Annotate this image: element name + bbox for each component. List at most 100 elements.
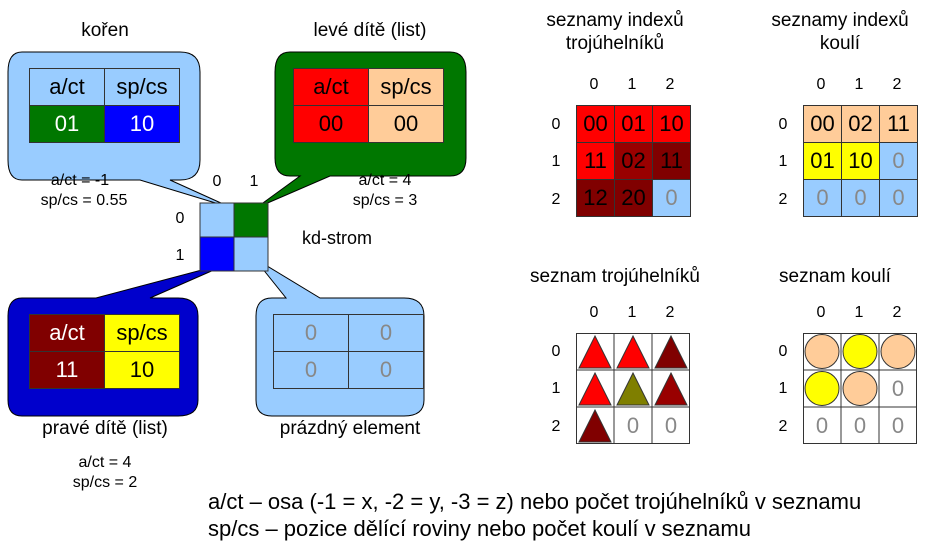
tri-index-col: 0 bbox=[589, 76, 599, 93]
tri-list-col: 0 bbox=[589, 304, 599, 321]
triangle-icon bbox=[654, 334, 688, 369]
kd-cell-01 bbox=[199, 236, 235, 272]
sphere-icon bbox=[880, 334, 916, 369]
sph-index-cell: 0 bbox=[841, 179, 880, 217]
sphere-icon bbox=[842, 371, 878, 406]
sph-index-col: 0 bbox=[816, 76, 826, 93]
root-title: kořen bbox=[81, 20, 129, 41]
tri-index-cell: 00 bbox=[576, 105, 615, 143]
sph-list-cell: 0 bbox=[891, 413, 905, 438]
tri-index-cell: 10 bbox=[652, 105, 691, 143]
empty-cell: 0 bbox=[348, 314, 424, 352]
sph-list-col: 1 bbox=[854, 304, 864, 321]
sph-index-row: 0 bbox=[778, 116, 788, 133]
tri-list-grid bbox=[576, 333, 690, 444]
right-child-h1: a/ct bbox=[29, 314, 105, 352]
tri-list-row: 0 bbox=[551, 343, 561, 360]
tri-index-row: 1 bbox=[551, 153, 561, 170]
sph-index-cell: 02 bbox=[841, 105, 880, 143]
legend-line-2: sp/cs – pozice dělící roviny nebo počet … bbox=[208, 516, 751, 541]
sph-list-row: 2 bbox=[778, 418, 788, 435]
kd-row-0: 0 bbox=[175, 210, 185, 227]
kd-cell-10 bbox=[233, 202, 269, 238]
sphere-icon bbox=[804, 371, 840, 406]
left-child-info2: sp/cs = 3 bbox=[352, 192, 418, 209]
empty-cell: 0 bbox=[273, 314, 349, 352]
tri-index-cell: 12 bbox=[576, 179, 615, 217]
sph-list-col: 2 bbox=[892, 304, 902, 321]
right-child-h2: sp/cs bbox=[104, 314, 180, 352]
sph-index-cell: 10 bbox=[841, 142, 880, 180]
tri-list-col: 2 bbox=[665, 304, 675, 321]
empty-title: prázdný element bbox=[279, 418, 421, 439]
sph-index-cell: 01 bbox=[803, 142, 842, 180]
sph-list-cell: 0 bbox=[853, 413, 867, 438]
triangle-icon bbox=[578, 334, 612, 369]
tri-index-col: 2 bbox=[665, 76, 675, 93]
tri-list-row: 1 bbox=[551, 380, 561, 397]
kd-cell-11 bbox=[233, 236, 269, 272]
sph-list-row: 0 bbox=[778, 343, 788, 360]
root-h1: a/ct bbox=[29, 68, 105, 106]
empty-cell: 0 bbox=[348, 351, 424, 389]
sph-list-col: 0 bbox=[816, 304, 826, 321]
left-child-v2: 00 bbox=[368, 105, 444, 143]
right-child-info1: a/ct = 4 bbox=[78, 454, 132, 471]
triangle-icon bbox=[578, 371, 612, 406]
sph-index-cell: 11 bbox=[879, 105, 918, 143]
sph-index-cell: 0 bbox=[803, 179, 842, 217]
root-v1: 01 bbox=[29, 105, 105, 143]
tri-index-title-2: trojúhelníků bbox=[565, 33, 665, 54]
tri-index-cell: 20 bbox=[614, 179, 653, 217]
tri-index-grid: 00 01 10 11 02 11 12 20 0 bbox=[576, 105, 691, 217]
tri-index-cell: 0 bbox=[652, 179, 691, 217]
tri-list-col: 1 bbox=[627, 304, 637, 321]
kd-row-1: 1 bbox=[175, 247, 185, 264]
tri-index-cell: 11 bbox=[576, 142, 615, 180]
sph-list-row: 1 bbox=[778, 380, 788, 397]
tri-list-row: 2 bbox=[551, 418, 561, 435]
left-child-table: a/ct sp/cs 00 00 bbox=[293, 68, 444, 143]
triangle-icon bbox=[616, 334, 650, 369]
sph-list-cell: 0 bbox=[891, 376, 905, 401]
legend-line-1: a/ct – osa (-1 = x, -2 = y, -3 = z) nebo… bbox=[208, 489, 862, 514]
tri-list-title: seznam trojúhelníků bbox=[529, 266, 701, 287]
tri-index-cell: 01 bbox=[614, 105, 653, 143]
right-child-v2: 10 bbox=[104, 351, 180, 389]
root-table: a/ct sp/cs 01 10 bbox=[29, 68, 180, 143]
tri-index-title-1: seznamy indexů bbox=[546, 10, 684, 31]
sph-list-cell: 0 bbox=[815, 413, 829, 438]
right-child-info2: sp/cs = 2 bbox=[72, 474, 138, 491]
sph-list-grid bbox=[803, 333, 917, 444]
sph-index-row: 1 bbox=[778, 153, 788, 170]
sph-index-title-2: koulí bbox=[819, 33, 861, 54]
sph-index-cell: 00 bbox=[803, 105, 842, 143]
tri-index-col: 1 bbox=[627, 76, 637, 93]
kd-tree-label: kd-strom bbox=[302, 228, 373, 248]
left-child-v1: 00 bbox=[293, 105, 369, 143]
sph-index-title-1: seznamy indexů bbox=[771, 10, 909, 31]
sph-index-row: 2 bbox=[778, 191, 788, 208]
tri-index-cell: 02 bbox=[614, 142, 653, 180]
kd-col-0: 0 bbox=[212, 173, 222, 190]
right-child-title: pravé dítě (list) bbox=[42, 418, 168, 439]
root-h2: sp/cs bbox=[104, 68, 180, 106]
sphere-icon bbox=[804, 334, 840, 369]
right-child-v1: 11 bbox=[29, 351, 105, 389]
triangle-icon bbox=[654, 371, 688, 406]
sph-index-cell: 0 bbox=[879, 179, 918, 217]
empty-cell: 0 bbox=[273, 351, 349, 389]
triangle-icon bbox=[578, 408, 612, 443]
tri-list-cell: 0 bbox=[626, 413, 640, 438]
kd-col-1: 1 bbox=[249, 173, 259, 190]
sphere-icon bbox=[842, 334, 878, 369]
root-info2: sp/cs = 0.55 bbox=[40, 192, 128, 209]
right-child-table: a/ct sp/cs 11 10 bbox=[29, 314, 180, 389]
left-child-h2: sp/cs bbox=[368, 68, 444, 106]
sph-index-col: 1 bbox=[854, 76, 864, 93]
sph-list-title: seznam koulí bbox=[779, 266, 891, 287]
left-child-h1: a/ct bbox=[293, 68, 369, 106]
tri-index-row: 2 bbox=[551, 191, 561, 208]
sph-index-col: 2 bbox=[892, 76, 902, 93]
left-child-title: levé dítě (list) bbox=[313, 20, 427, 41]
